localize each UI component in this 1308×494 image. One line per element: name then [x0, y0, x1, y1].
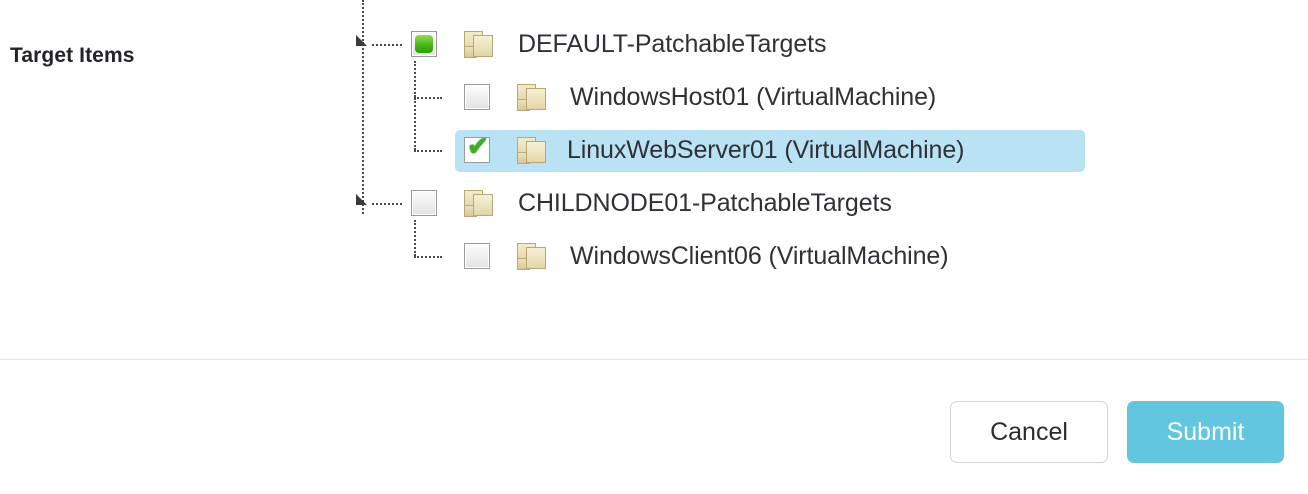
tree-checkbox[interactable] [411, 31, 437, 57]
folder-icon [517, 84, 547, 111]
tree-checkbox[interactable]: ✔ [464, 133, 490, 163]
tree-checkbox[interactable] [464, 243, 490, 269]
tree-line-horizontal [372, 203, 402, 205]
target-items-form-row: Target Items DEFAULT-PatchableTargets Wi… [10, 0, 1252, 283]
collapse-triangle-icon[interactable] [356, 194, 367, 205]
tree-row[interactable]: CHILDNODE01-PatchableTargets [352, 177, 1252, 230]
tree-line-horizontal [414, 256, 442, 258]
tree-row[interactable]: DEFAULT-PatchableTargets [352, 0, 1252, 214]
tree-line-vertical [414, 98, 416, 150]
tree-row[interactable]: WindowsClient06 (VirtualMachine) [352, 220, 1252, 283]
tree-line-horizontal [372, 44, 402, 46]
target-items-label: Target Items [10, 44, 135, 67]
collapse-triangle-icon[interactable] [356, 35, 367, 46]
tree-row-selection-highlight [455, 130, 1085, 172]
tree-checkbox[interactable] [411, 190, 437, 216]
tree-node-label: DEFAULT-PatchableTargets [518, 30, 827, 58]
footer-divider [0, 359, 1308, 360]
folder-icon [517, 137, 547, 164]
folder-icon [464, 190, 494, 217]
tree-row[interactable]: ✔ LinuxWebServer01 (VirtualMachine) [352, 98, 1252, 177]
cancel-button[interactable]: Cancel [950, 401, 1108, 463]
tree-row[interactable]: WindowsHost01 (VirtualMachine) [352, 61, 1252, 124]
folder-icon [517, 243, 547, 270]
tree-node-label: WindowsHost01 (VirtualMachine) [570, 83, 937, 111]
checkmark-icon: ✔ [467, 131, 489, 161]
tree-checkbox[interactable] [464, 84, 490, 110]
tree-line-vertical [414, 220, 416, 256]
tree-line-horizontal [414, 150, 442, 152]
dialog-footer: Cancel Submit [0, 360, 1308, 494]
tree-line-horizontal [414, 97, 442, 99]
tree-node-label: LinuxWebServer01 (VirtualMachine) [567, 136, 965, 164]
tree-node-label: WindowsClient06 (VirtualMachine) [570, 242, 949, 270]
target-items-tree[interactable]: DEFAULT-PatchableTargets WindowsHost01 (… [352, 0, 1252, 283]
tree-line-vertical [414, 61, 416, 97]
tree-line-vertical [362, 0, 364, 44]
tree-node-label: CHILDNODE01-PatchableTargets [518, 189, 892, 217]
folder-icon [464, 31, 494, 58]
tree-line-vertical [362, 44, 364, 214]
submit-button[interactable]: Submit [1127, 401, 1284, 463]
